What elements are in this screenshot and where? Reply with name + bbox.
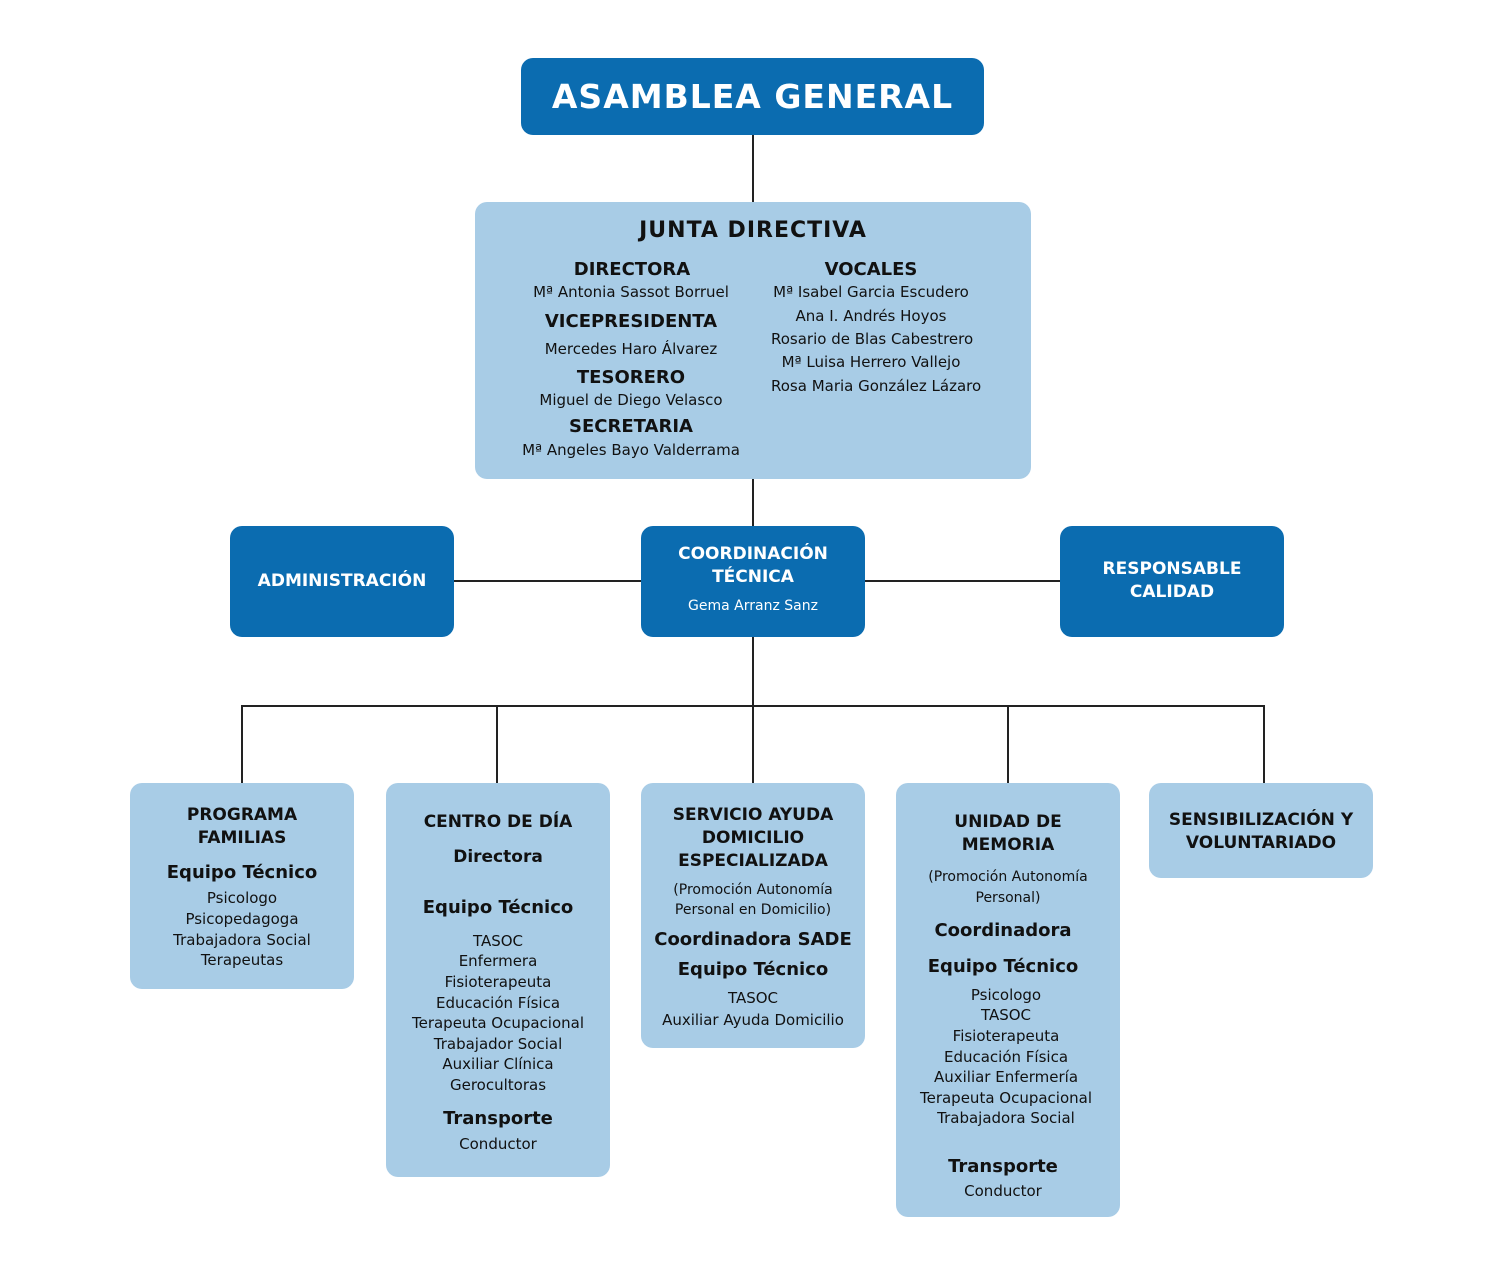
memoria-item: Trabajadora Social [937, 1109, 1075, 1127]
administracion-title: ADMINISTRACIÓN [257, 571, 427, 591]
sade-subtitle-line2: Personal en Domicilio) [674, 902, 832, 918]
familias-equipo-tecnico: Equipo Técnico [166, 862, 318, 883]
junta-directiva-box: JUNTA DIRECTIVA DIRECTORA Mª Antonia Sas… [475, 202, 1031, 479]
centro-item: Gerocultoras [449, 1076, 547, 1094]
junta-directiva-title: JUNTA DIRECTIVA [639, 218, 867, 243]
tesorero-label: TESORERO [576, 367, 686, 388]
centro-item: Enfermera [458, 952, 538, 970]
memoria-title-line1: UNIDAD DE [954, 812, 1062, 832]
vocal-item: Rosa Maria González Lázaro [771, 377, 982, 395]
directora-label: DIRECTORA [573, 259, 691, 280]
responsable-calidad-box: RESPONSABLE CALIDAD [1060, 526, 1284, 637]
programa-familias-box: PROGRAMA FAMILIAS Equipo Técnico Psicolo… [130, 783, 354, 989]
tesorero-name: Miguel de Diego Velasco [539, 391, 723, 409]
vocal-item: Mª Isabel Garcia Escudero [773, 283, 969, 301]
calidad-title-line1: RESPONSABLE [1102, 559, 1242, 579]
coordinacion-title-line2: TÉCNICA [712, 567, 794, 587]
coordinacion-name: Gema Arranz Sanz [688, 598, 818, 614]
asamblea-general-box: ASAMBLEA GENERAL [521, 58, 984, 135]
connector-asamblea-junta [752, 134, 754, 203]
centro-directora: Directora [453, 847, 543, 867]
familias-item: Psicopedagoga [185, 910, 299, 928]
sade-subtitle-line1: (Promoción Autonomía [673, 882, 833, 898]
sade-coordinadora: Coordinadora SADE [654, 929, 852, 950]
memoria-item: TASOC [980, 1006, 1032, 1024]
vocales-label: VOCALES [824, 259, 918, 280]
connector-familias [241, 705, 243, 784]
memoria-conductor: Conductor [964, 1182, 1042, 1200]
sade-equipo-tecnico: Equipo Técnico [677, 959, 829, 980]
sade-item: Auxiliar Ayuda Domicilio [662, 1011, 844, 1029]
voluntariado-title-line1: SENSIBILIZACIÓN Y [1168, 810, 1354, 830]
directora-name: Mª Antonia Sassot Borruel [533, 283, 729, 301]
centro-item: Trabajador Social [433, 1035, 563, 1053]
centro-de-dia-box: CENTRO DE DÍA Directora Equipo Técnico T… [386, 783, 610, 1177]
unidad-de-memoria-box: UNIDAD DE MEMORIA (Promoción Autonomía P… [896, 783, 1120, 1217]
memoria-item: Auxiliar Enfermería [933, 1068, 1079, 1086]
vicepresidenta-label: VICEPRESIDENTA [544, 311, 718, 332]
connector-centro [496, 705, 498, 784]
connector-junta-coordinacion [752, 478, 754, 526]
familias-item: Trabajadora Social [173, 931, 311, 949]
sade-title-line3: ESPECIALIZADA [678, 851, 828, 871]
centro-transporte: Transporte [443, 1108, 553, 1129]
memoria-item: Psicologo [970, 986, 1042, 1004]
vocal-item: Ana I. Andrés Hoyos [795, 307, 947, 325]
junta-right-column: VOCALES Mª Isabel Garcia Escudero Ana I.… [771, 202, 982, 479]
secretaria-label: SECRETARIA [569, 416, 693, 437]
centro-conductor: Conductor [459, 1135, 537, 1153]
secretaria-name: Mª Angeles Bayo Valderrama [522, 441, 740, 459]
sade-title-line2: DOMICILIO [701, 828, 805, 848]
memoria-title-line2: MEMORIA [961, 835, 1055, 855]
sade-title-line1: SERVICIO AYUDA [672, 805, 834, 825]
asamblea-general-title: ASAMBLEA GENERAL [551, 77, 954, 116]
voluntariado-title-line2: VOLUNTARIADO [1185, 833, 1337, 853]
sade-item: TASOC [727, 989, 779, 1007]
vocal-item: Rosario de Blas Cabestrero [771, 330, 974, 348]
centro-equipo-tecnico: Equipo Técnico [422, 897, 574, 918]
connector-voluntariado [1263, 705, 1265, 784]
centro-item: Auxiliar Clínica [442, 1055, 554, 1073]
familias-title-line2: FAMILIAS [197, 828, 287, 848]
memoria-transporte: Transporte [948, 1156, 1058, 1177]
memoria-item: Fisioterapeuta [952, 1027, 1060, 1045]
calidad-title-line2: CALIDAD [1129, 582, 1215, 602]
centro-title: CENTRO DE DÍA [423, 812, 573, 832]
connector-coordinacion-down [752, 636, 754, 706]
administracion-box: ADMINISTRACIÓN [230, 526, 454, 637]
familias-item: Psicologo [206, 889, 278, 907]
centro-item: Terapeuta Ocupacional [411, 1014, 585, 1032]
centro-item: TASOC [472, 932, 524, 950]
junta-left-column: DIRECTORA Mª Antonia Sassot Borruel VICE… [475, 202, 787, 479]
familias-title-line1: PROGRAMA [186, 805, 298, 825]
connector-sade [752, 705, 754, 784]
memoria-coordinadora: Coordinadora [934, 920, 1072, 941]
vicepresidenta-name: Mercedes Haro Álvarez [544, 340, 718, 358]
memoria-equipo-tecnico: Equipo Técnico [927, 956, 1079, 977]
sensibilizacion-voluntariado-box: SENSIBILIZACIÓN Y VOLUNTARIADO [1149, 783, 1373, 878]
memoria-subtitle-line2: Personal) [975, 890, 1041, 906]
servicio-ayuda-domicilio-box: SERVICIO AYUDA DOMICILIO ESPECIALIZADA (… [641, 783, 865, 1048]
centro-item: Fisioterapeuta [444, 973, 552, 991]
familias-item: Terapeutas [200, 951, 284, 969]
memoria-item: Educación Física [943, 1048, 1069, 1066]
vocal-item: Mª Luisa Herrero Vallejo [781, 353, 961, 371]
memoria-subtitle-line1: (Promoción Autonomía [928, 869, 1088, 885]
memoria-item: Terapeuta Ocupacional [919, 1089, 1093, 1107]
coordinacion-tecnica-box: COORDINACIÓN TÉCNICA Gema Arranz Sanz [641, 526, 865, 637]
coordinacion-title-line1: COORDINACIÓN [678, 544, 828, 564]
connector-memoria [1007, 705, 1009, 784]
centro-item: Educación Física [435, 994, 561, 1012]
